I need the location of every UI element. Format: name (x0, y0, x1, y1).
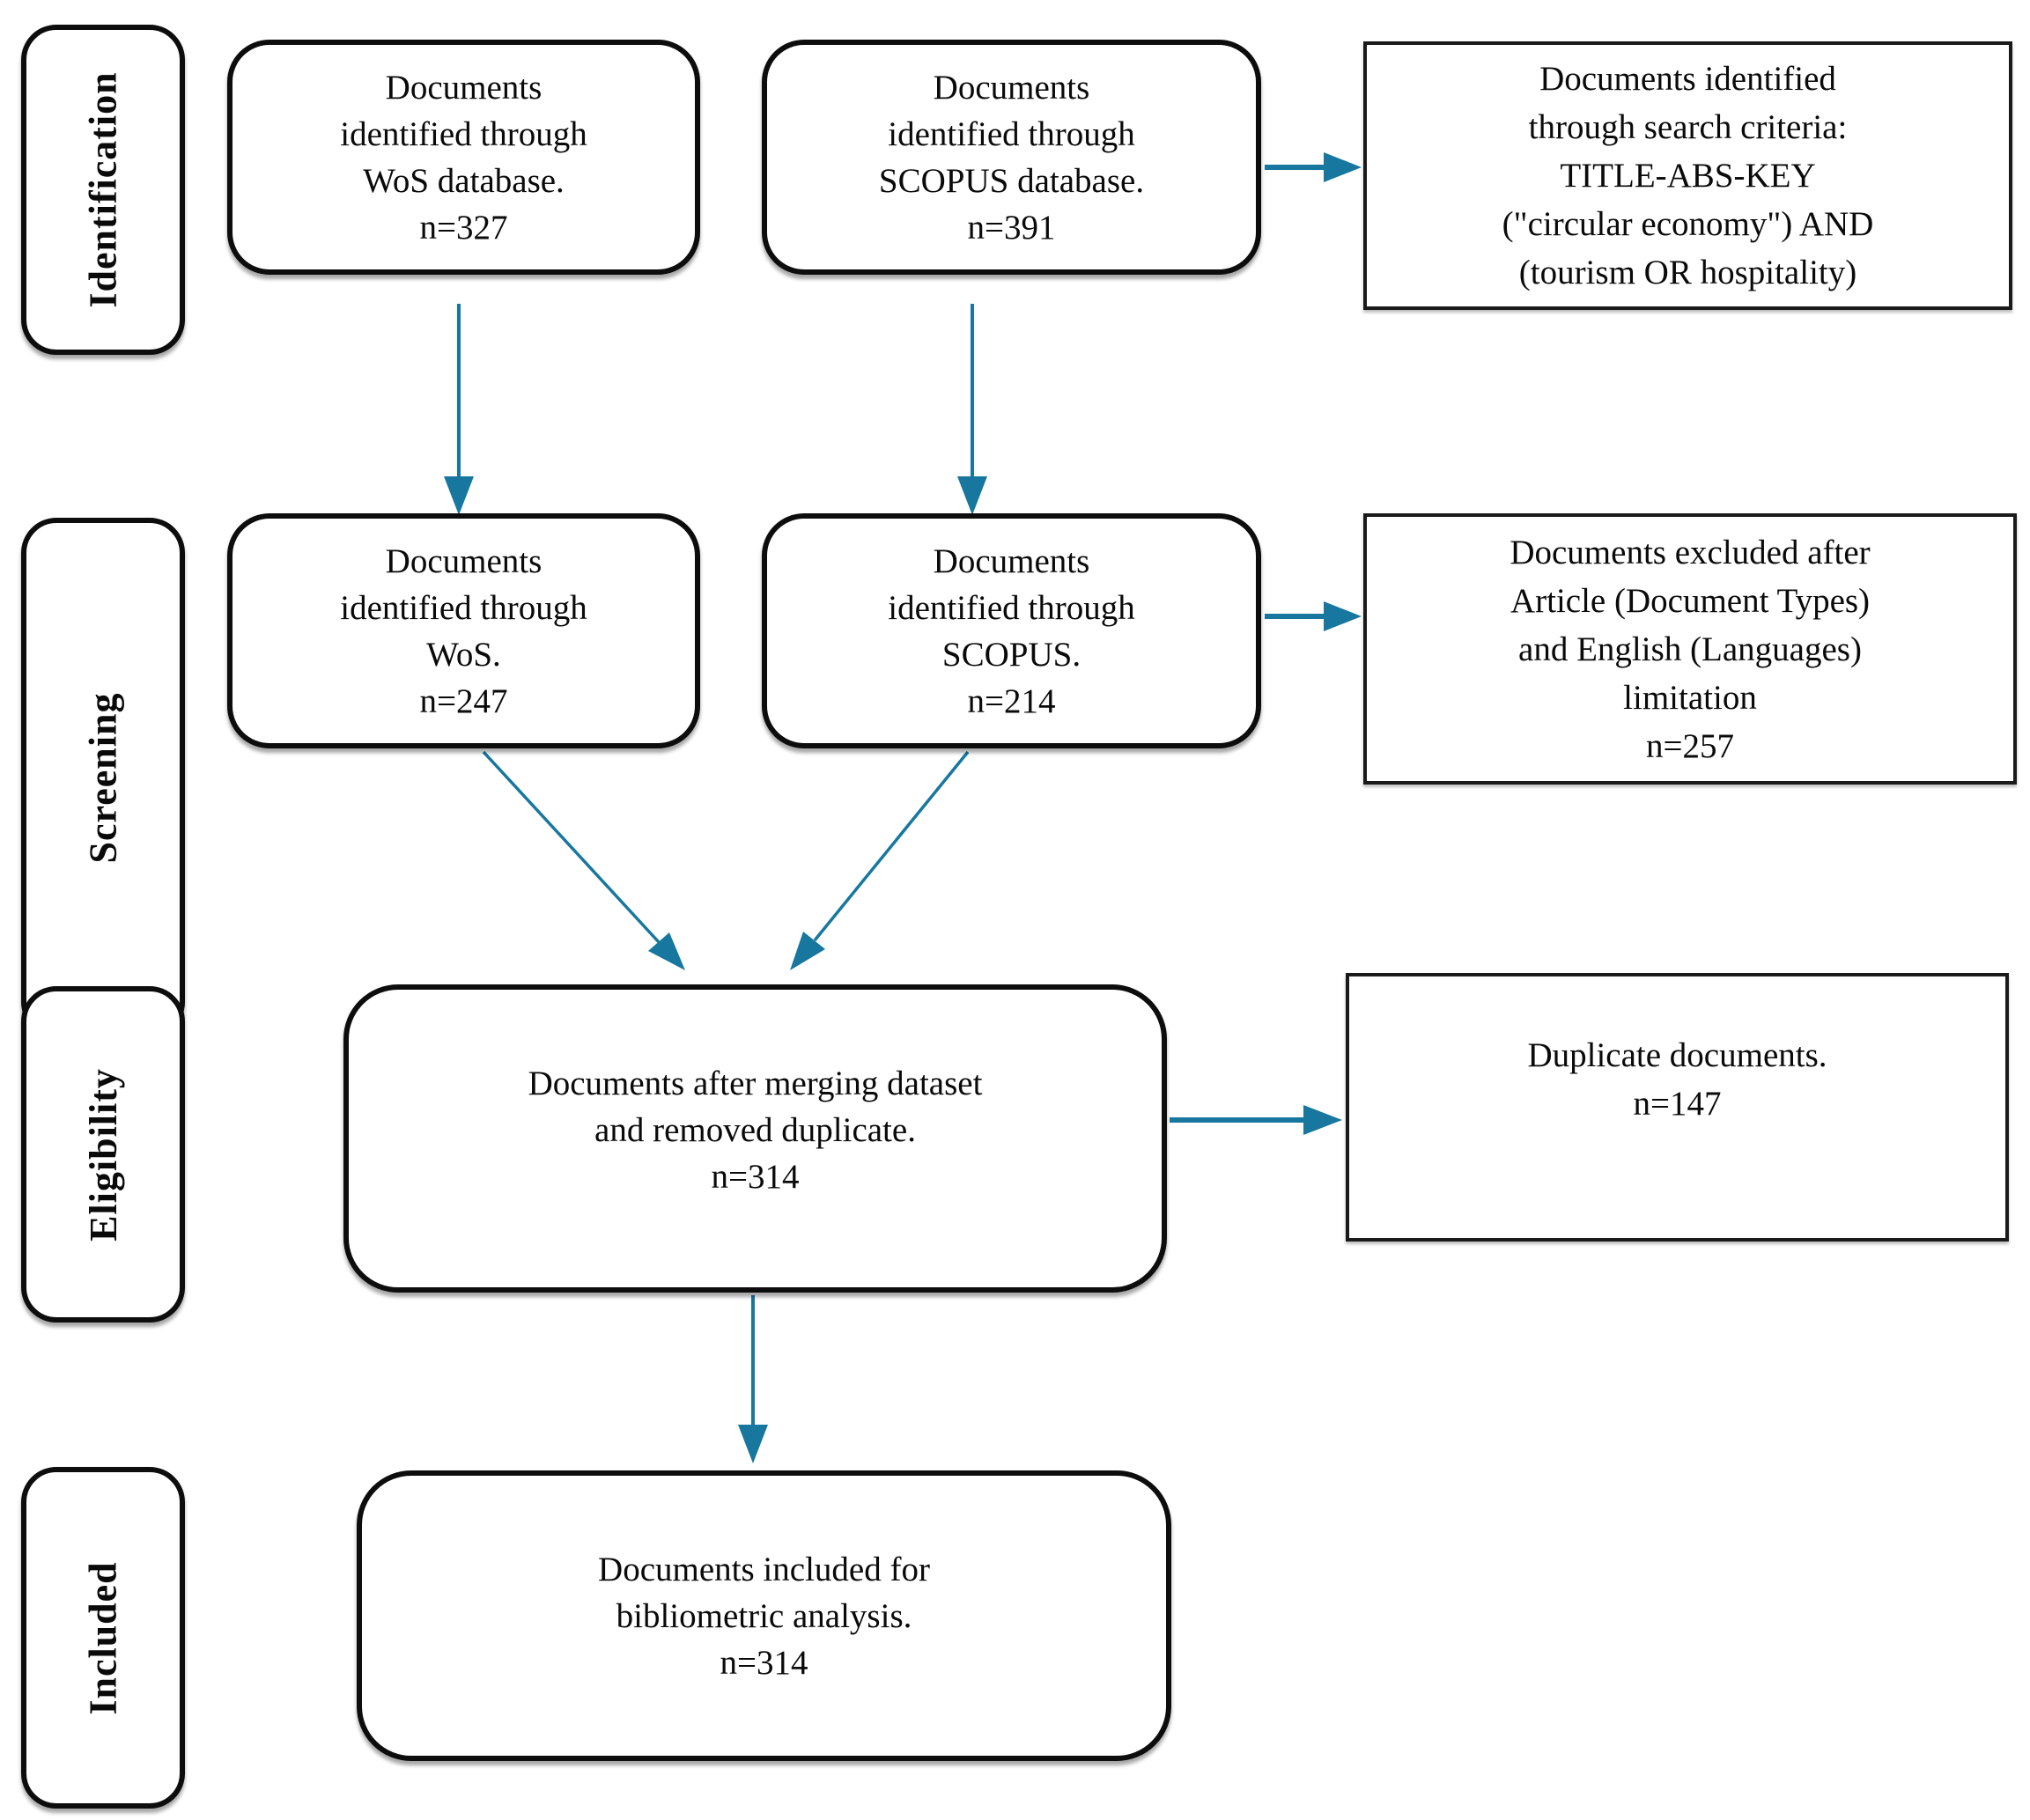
box-text-line: identified through (340, 588, 587, 627)
arrow-scopus-screen-to-excluded (1265, 601, 1362, 631)
box-text-line: n=257 (1646, 726, 1734, 765)
box-text-line: Documents identified (1539, 60, 1836, 98)
box-text-line: TITLE-ABS-KEY (1560, 157, 1816, 195)
box-text-line: Documents (933, 542, 1090, 580)
box-text-line: WoS. (426, 635, 501, 674)
box-text-line: limitation (1623, 678, 1757, 717)
arrow-scopus-to-criteria (1265, 152, 1362, 182)
box-text-line: n=314 (720, 1643, 808, 1682)
box-text-line: Documents (933, 68, 1090, 107)
stage-label-eligibility: Eligibility (21, 986, 185, 1323)
arrow-merged-to-duplicate (1170, 1105, 1342, 1135)
arrow-scopus-id-to-screen (957, 304, 987, 515)
box-text-line: n=314 (711, 1158, 800, 1196)
stage-label-identification: Identification (21, 25, 185, 355)
box-text-line: WoS database. (363, 161, 565, 200)
box-text-line: Documents included for (598, 1550, 930, 1588)
box-text-line: and English (Languages) (1518, 630, 1862, 668)
box-text-line: SCOPUS. (941, 635, 1081, 674)
stage-label-screening: Screening (21, 518, 185, 1037)
box-text-line: bibliometric analysis. (616, 1596, 912, 1635)
box-text-line: SCOPUS database. (878, 161, 1145, 200)
box-text-line: n=327 (419, 208, 508, 247)
box-text-line: and removed duplicate. (594, 1111, 916, 1149)
box-excluded: Documents excluded after Article (Docume… (1363, 513, 2017, 785)
stage-label-text: Screening (81, 692, 125, 863)
box-text-line: n=147 (1633, 1085, 1722, 1123)
box-screen-scopus: Documents identified through SCOPUS. n=2… (762, 513, 1261, 748)
box-search-criteria: Documents identified through search crit… (1363, 41, 2012, 310)
box-text-line: Documents after merging dataset (528, 1065, 983, 1102)
stage-label-text: Eligibility (81, 1067, 125, 1242)
box-text-line: Article (Document Types) (1510, 581, 1871, 620)
box-screen-wos: Documents identified through WoS. n=247 (227, 513, 700, 748)
box-merged: Documents after merging dataset and remo… (343, 984, 1167, 1293)
box-duplicate: Duplicate documents. n=147 (1346, 973, 2009, 1242)
box-text-line: n=391 (967, 208, 1056, 247)
box-text-line: identified through (340, 114, 587, 153)
box-text-line: Documents (385, 68, 543, 107)
box-text-line: Documents (385, 542, 543, 580)
arrow-merged-to-included (738, 1295, 768, 1463)
box-text-line: ("circular economy") AND (1502, 205, 1874, 243)
box-text-line: n=247 (419, 682, 508, 720)
box-included: Documents included for bibliometric anal… (357, 1470, 1171, 1761)
stage-label-text: Identification (81, 71, 125, 308)
box-id-wos: Documents identified through WoS databas… (227, 40, 700, 275)
box-text-line: (tourism OR hospitality) (1518, 254, 1857, 291)
arrow-wos-screen-to-merged (482, 750, 685, 970)
arrow-wos-id-to-screen (444, 304, 474, 515)
stage-label-text: Included (81, 1560, 125, 1715)
box-text-line: identified through (888, 588, 1135, 627)
stage-label-included: Included (21, 1467, 185, 1809)
box-text-line: Duplicate documents. (1527, 1036, 1827, 1074)
box-text-line: identified through (888, 114, 1135, 153)
box-text-line: through search criteria: (1528, 108, 1848, 146)
arrow-scopus-screen-to-merged (790, 750, 970, 970)
box-text-line: Documents excluded after (1510, 533, 1871, 571)
box-id-scopus: Documents identified through SCOPUS data… (762, 40, 1261, 275)
box-text-line: n=214 (967, 682, 1056, 720)
